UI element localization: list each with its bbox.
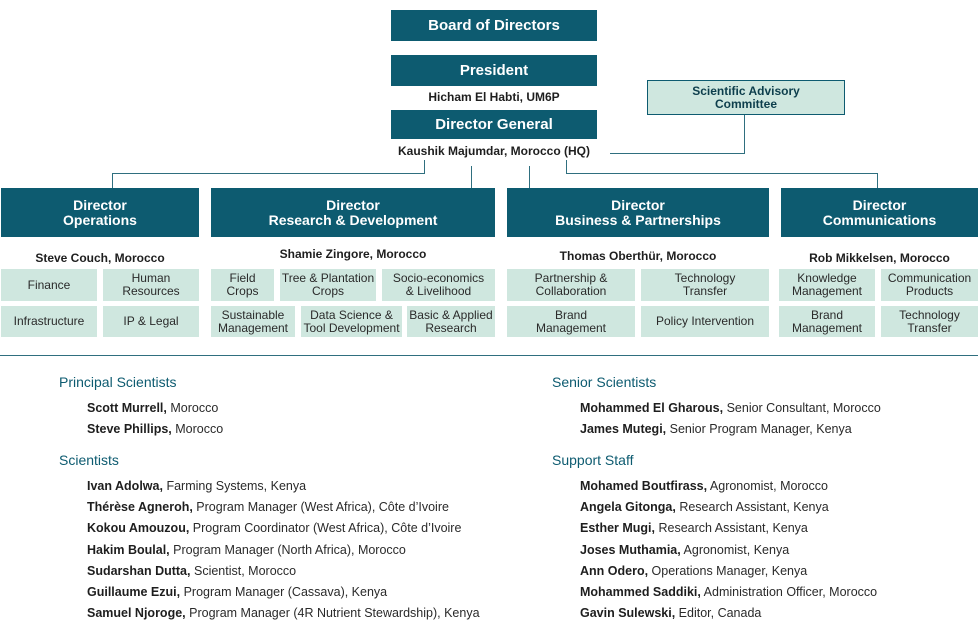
unit-sustainable-management: Sustainable Management — [211, 306, 295, 337]
principal-scientists-heading: Principal Scientists — [59, 374, 177, 390]
unit-brand-management-bp: Brand Management — [507, 306, 635, 337]
director-bp-name: Thomas Oberthür, Morocco — [559, 249, 717, 263]
connector-advisory-v — [744, 115, 745, 154]
connector-bp-v — [529, 166, 530, 188]
director-rd-box: Director Research & Development — [211, 188, 495, 237]
list-item: Steve Phillips, Morocco — [87, 422, 224, 436]
divider — [0, 355, 978, 356]
unit-ip-legal: IP & Legal — [103, 306, 199, 337]
unit-partnership-collaboration: Partnership & Collaboration — [507, 269, 635, 301]
unit-data-science: Data Science & Tool Development — [301, 306, 402, 337]
director-general-box: Director General — [391, 110, 597, 139]
director-bp-box: Director Business & Partnerships — [507, 188, 769, 237]
list-item: Kokou Amouzou, Program Coordinator (West… — [87, 521, 462, 535]
unit-communication-products: Communication Products — [881, 269, 978, 301]
list-item: Thérèse Agneroh, Program Manager (West A… — [87, 500, 449, 514]
president-name: Hicham El Habti, UM6P — [428, 90, 560, 104]
list-item: Ivan Adolwa, Farming Systems, Kenya — [87, 479, 307, 493]
support-staff-heading: Support Staff — [552, 452, 634, 468]
director-general-name: Kaushik Majumdar, Morocco (HQ) — [397, 144, 591, 158]
list-item: Mohamed Boutfirass, Agronomist, Morocco — [580, 479, 829, 493]
connector-rd-v — [471, 166, 472, 188]
senior-scientists-heading: Senior Scientists — [552, 374, 657, 390]
list-item: Hakim Boulal, Program Manager (North Afr… — [87, 543, 406, 557]
list-item: Esther Mugi, Research Assistant, Kenya — [580, 521, 808, 535]
president-box: President — [391, 55, 597, 86]
list-item: Ann Odero, Operations Manager, Kenya — [580, 564, 808, 578]
list-item: Sudarshan Dutta, Scientist, Morocco — [87, 564, 297, 578]
scientific-advisory-box: Scientific Advisory Committee — [647, 80, 845, 115]
connector-comm-v2 — [877, 173, 878, 189]
list-item: Mohammed El Gharous, Senior Consultant, … — [580, 401, 881, 415]
scientists-heading: Scientists — [59, 452, 119, 468]
connector-comm-h — [566, 173, 878, 174]
unit-tree-plantation-crops: Tree & Plantation Crops — [280, 269, 376, 301]
director-communications-box: Director Communications — [781, 188, 978, 237]
unit-brand-management-comm: Brand Management — [779, 306, 875, 337]
unit-field-crops: Field Crops — [211, 269, 274, 301]
connector-dg-advisory-h — [610, 153, 745, 154]
unit-technology-transfer-comm: Technology Transfer — [881, 306, 978, 337]
unit-finance: Finance — [1, 269, 97, 301]
unit-socio-economics: Socio-economics & Livelihood — [382, 269, 495, 301]
list-item: Scott Murrell, Morocco — [87, 401, 219, 415]
list-item: Samuel Njoroge, Program Manager (4R Nutr… — [87, 606, 480, 620]
connector-comm-v1 — [566, 160, 567, 174]
unit-human-resources: Human Resources — [103, 269, 199, 301]
board-box: Board of Directors — [391, 10, 597, 41]
director-operations-name: Steve Couch, Morocco — [35, 251, 165, 265]
unit-basic-applied-research: Basic & Applied Research — [407, 306, 495, 337]
unit-policy-intervention: Policy Intervention — [641, 306, 769, 337]
list-item: Angela Gitonga, Research Assistant, Keny… — [580, 500, 829, 514]
connector-ops-h — [112, 173, 424, 174]
director-rd-name: Shamie Zingore, Morocco — [279, 247, 427, 261]
unit-knowledge-management: Knowledge Management — [779, 269, 875, 301]
list-item: Guillaume Ezui, Program Manager (Cassava… — [87, 585, 388, 599]
unit-technology-transfer-bp: Technology Transfer — [641, 269, 769, 301]
list-item: Gavin Sulewski, Editor, Canada — [580, 606, 762, 620]
unit-infrastructure: Infrastructure — [1, 306, 97, 337]
list-item: Joses Muthamia, Agronomist, Kenya — [580, 543, 790, 557]
list-item: James Mutegi, Senior Program Manager, Ke… — [580, 422, 852, 436]
list-item: Mohammed Saddiki, Administration Officer… — [580, 585, 878, 599]
connector-ops-v2 — [112, 173, 113, 189]
director-operations-box: Director Operations — [1, 188, 199, 237]
connector-ops-v1 — [424, 160, 425, 174]
director-communications-name: Rob Mikkelsen, Morocco — [809, 251, 950, 265]
